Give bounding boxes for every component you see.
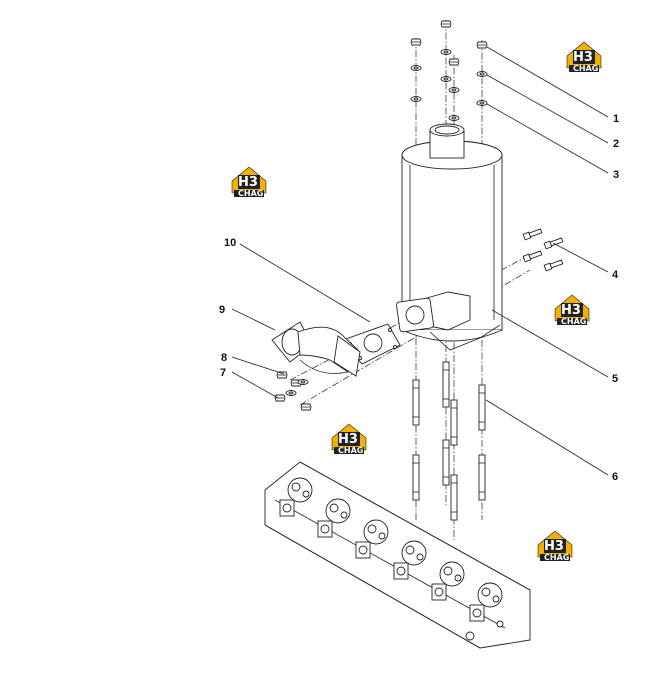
callout-labels: 1 2 3 4 5 6 7 8 9 10 — [219, 113, 619, 483]
side-bolts — [522, 227, 564, 272]
logo-name-text: CHAG — [338, 446, 363, 455]
exhaust-elbow-pipe — [271, 321, 361, 377]
flange-bolts-and-washers — [274, 371, 312, 411]
cylinder-head-block — [264, 461, 531, 649]
logo-mark-text: H3 — [573, 50, 593, 65]
logo-name-text: CHAG — [561, 317, 586, 326]
callout-8: 8 — [221, 352, 227, 364]
callout-6: 6 — [612, 471, 618, 483]
callout-3: 3 — [613, 169, 619, 181]
top-nuts-and-washers — [410, 20, 488, 121]
exhaust-muffler — [396, 123, 503, 351]
logo-mark-text: H3 — [338, 432, 358, 447]
callout-4: 4 — [612, 269, 619, 281]
logo-mark-text: H3 — [561, 303, 581, 318]
leader-lines — [231, 46, 609, 476]
mounting-studs — [412, 361, 486, 521]
callout-7: 7 — [220, 367, 226, 379]
logo-mark-text: H3 — [238, 175, 258, 190]
callout-5: 5 — [612, 373, 618, 385]
callout-1: 1 — [613, 113, 619, 125]
callout-2: 2 — [613, 138, 619, 150]
logo-name-text: CHAG — [573, 64, 598, 73]
callout-9: 9 — [219, 304, 225, 316]
callout-10: 10 — [224, 237, 236, 249]
logo-mark-text: H3 — [544, 539, 564, 554]
logo-name-text: CHAG — [544, 553, 569, 562]
logo-name-text: CHAG — [238, 189, 263, 198]
